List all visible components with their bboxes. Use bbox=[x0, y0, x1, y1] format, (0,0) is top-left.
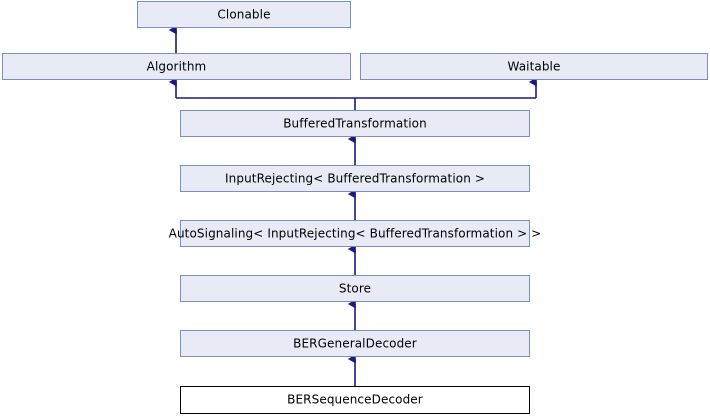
class-node-autosignaling[interactable]: AutoSignaling< InputRejecting< BufferedT… bbox=[169, 220, 541, 247]
class-node-bufferedtransformation[interactable]: BufferedTransformation bbox=[180, 110, 530, 137]
class-node-label: Store bbox=[338, 281, 372, 295]
class-node-label: BufferedTransformation bbox=[283, 116, 427, 130]
class-node-clonable[interactable]: Clonable bbox=[137, 1, 351, 28]
class-node-bersequencedecoder[interactable]: BERSequenceDecoder bbox=[180, 386, 530, 414]
class-node-label: AutoSignaling< InputRejecting< BufferedT… bbox=[168, 226, 542, 240]
class-node-store[interactable]: Store bbox=[180, 275, 530, 302]
edge-bufferedtransformation-to-parents bbox=[168, 77, 537, 110]
class-node-waitable[interactable]: Waitable bbox=[360, 53, 708, 80]
class-node-label: Waitable bbox=[507, 59, 561, 73]
class-node-label: Algorithm bbox=[146, 59, 207, 73]
class-node-bergeneraldecoder[interactable]: BERGeneralDecoder bbox=[180, 330, 530, 357]
class-node-algorithm[interactable]: Algorithm bbox=[2, 53, 351, 80]
class-node-label: InputRejecting< BufferedTransformation > bbox=[225, 171, 485, 185]
class-node-inputrejecting[interactable]: InputRejecting< BufferedTransformation > bbox=[180, 165, 530, 192]
class-node-label: BERGeneralDecoder bbox=[293, 336, 417, 350]
class-node-label: BERSequenceDecoder bbox=[287, 392, 423, 407]
class-node-label: Clonable bbox=[217, 7, 271, 21]
